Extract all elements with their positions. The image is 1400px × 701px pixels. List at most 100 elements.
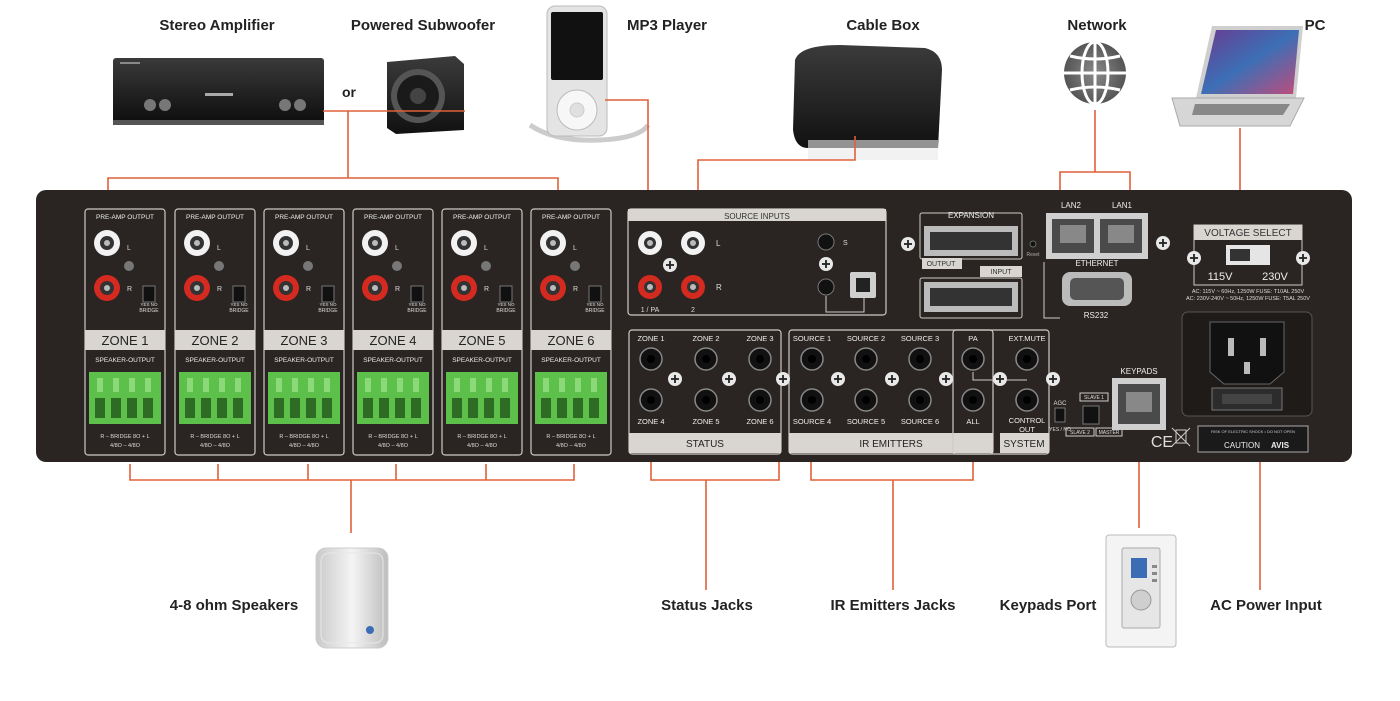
- laptop-icon: [1171, 26, 1305, 127]
- expansion-section: EXPANSION OUTPUT INPUT Reset: [919, 211, 1040, 319]
- control-out-label-1: CONTROL: [1009, 416, 1046, 425]
- status-jacks-label: Status Jacks: [661, 597, 753, 614]
- pre-amp-output-label: PRE-AMP OUTPUT: [275, 214, 333, 221]
- ir-jack: [800, 388, 824, 412]
- terminal-slot: [468, 398, 478, 418]
- terminal-slot: [411, 398, 421, 418]
- zone-bar: [175, 330, 255, 350]
- rs232-label: RS232: [1084, 311, 1109, 320]
- status-jack: [694, 347, 718, 371]
- screw-icon: [663, 258, 677, 272]
- pa-jack: [961, 347, 985, 371]
- terminal-slot: [127, 398, 137, 418]
- ir-frame: [788, 329, 994, 455]
- speaker-output-label: SPEAKER-OUTPUT: [541, 357, 601, 364]
- ohms-label: 4/8O – 4/8O: [110, 443, 141, 449]
- ethernet-label: ETHERNET: [1075, 259, 1118, 268]
- status-jack: [748, 388, 772, 412]
- terminal-screw: [219, 378, 225, 392]
- zone-bar: [531, 330, 611, 350]
- terminal-screw: [591, 378, 597, 392]
- ac-power-inlet: [1181, 311, 1313, 417]
- screw-icon: [776, 372, 790, 386]
- ohms-label: 4/8O – 4/8O: [467, 443, 498, 449]
- ir-emitters-jacks-label: IR Emitters Jacks: [830, 597, 955, 614]
- screw-icon: [1187, 251, 1201, 265]
- stereo-amplifier-label: Stereo Amplifier: [159, 17, 274, 34]
- or-label: or: [342, 84, 357, 100]
- terminal-slot: [452, 398, 462, 418]
- expansion-output-label: OUTPUT: [927, 261, 957, 268]
- terminal-screw: [397, 378, 403, 392]
- status-jack-label: ZONE 4: [637, 417, 664, 426]
- bridge-label: BRIDGE: [139, 308, 159, 314]
- left-label: L: [127, 245, 131, 252]
- yes-no-label: YES NO: [319, 302, 337, 307]
- rca-right-jack: [184, 275, 210, 301]
- screw: [481, 261, 491, 271]
- terminal-screw: [113, 378, 119, 392]
- rca-left-jack: [184, 230, 210, 256]
- speaker-output-label: SPEAKER-OUTPUT: [95, 357, 155, 364]
- ohms-label: 4/8O – 4/8O: [289, 443, 320, 449]
- bridge-switch: [499, 285, 513, 303]
- master-label: MASTER: [1099, 430, 1120, 436]
- left-label: L: [484, 245, 488, 252]
- pre-amp-output-label: PRE-AMP OUTPUT: [364, 214, 422, 221]
- terminal-screw: [292, 378, 298, 392]
- source-1-pa-jacks: [638, 231, 662, 299]
- keypads-section: KEYPADS AGC YES / NO SLAVE 1 SLAVE 2 MAS…: [1049, 367, 1166, 437]
- zone-title: ZONE 2: [192, 333, 239, 348]
- pre-amp-output-label: PRE-AMP OUTPUT: [542, 214, 600, 221]
- screw: [570, 261, 580, 271]
- status-jack: [639, 347, 663, 371]
- screw-icon: [901, 237, 915, 251]
- terminal-slot: [484, 398, 494, 418]
- bridge-switch: [410, 285, 424, 303]
- globe-icon: [1064, 40, 1126, 106]
- ext-mute-jack: [1015, 347, 1039, 371]
- terminal-slot: [363, 398, 373, 418]
- ethernet-section: LAN2 LAN1 ETHERNET RS232: [1043, 201, 1148, 320]
- powered-subwoofer: [387, 56, 464, 134]
- slave2-label: SLAVE 2: [1070, 430, 1090, 436]
- terminal-slot: [573, 398, 583, 418]
- system-bar: [1000, 433, 1049, 453]
- terminal-screw: [203, 378, 209, 392]
- terminal-screw: [454, 378, 460, 392]
- terminal-screw: [145, 378, 151, 392]
- terminal-screw: [308, 378, 314, 392]
- terminal-slot: [185, 398, 195, 418]
- system-title: SYSTEM: [1003, 439, 1044, 450]
- ir-all-label: ALL: [966, 417, 979, 426]
- speaker-output-label: SPEAKER-OUTPUT: [452, 357, 512, 364]
- ir-jack: [908, 388, 932, 412]
- screw-icon: [722, 372, 736, 386]
- ir-title: IR EMITTERS: [859, 439, 923, 450]
- bridge-terminals-label: R – BRIDGE 8O + L: [457, 434, 506, 440]
- terminal-screw: [187, 378, 193, 392]
- fuse-line-1: AC: 115V ~ 60Hz, 1250W FUSE: T10AL 250V: [1192, 289, 1305, 295]
- rca-right-jack: [273, 275, 299, 301]
- terminal-screw: [97, 378, 103, 392]
- right-label: R: [127, 286, 132, 293]
- screw-icon: [819, 257, 833, 271]
- bridge-switch: [142, 285, 156, 303]
- pre-amp-output-label: PRE-AMP OUTPUT: [453, 214, 511, 221]
- screw-icon: [885, 372, 899, 386]
- screw-icon: [668, 372, 682, 386]
- right-label: R: [573, 286, 578, 293]
- rca-left-jack: [362, 230, 388, 256]
- yes-no-label: YES NO: [586, 302, 604, 307]
- bridge-switch: [232, 285, 246, 303]
- stereo-amplifier: [113, 58, 324, 125]
- status-jack: [748, 347, 772, 371]
- pa-label: PA: [968, 334, 977, 343]
- terminal-slot: [201, 398, 211, 418]
- bridge-label: BRIDGE: [496, 308, 516, 314]
